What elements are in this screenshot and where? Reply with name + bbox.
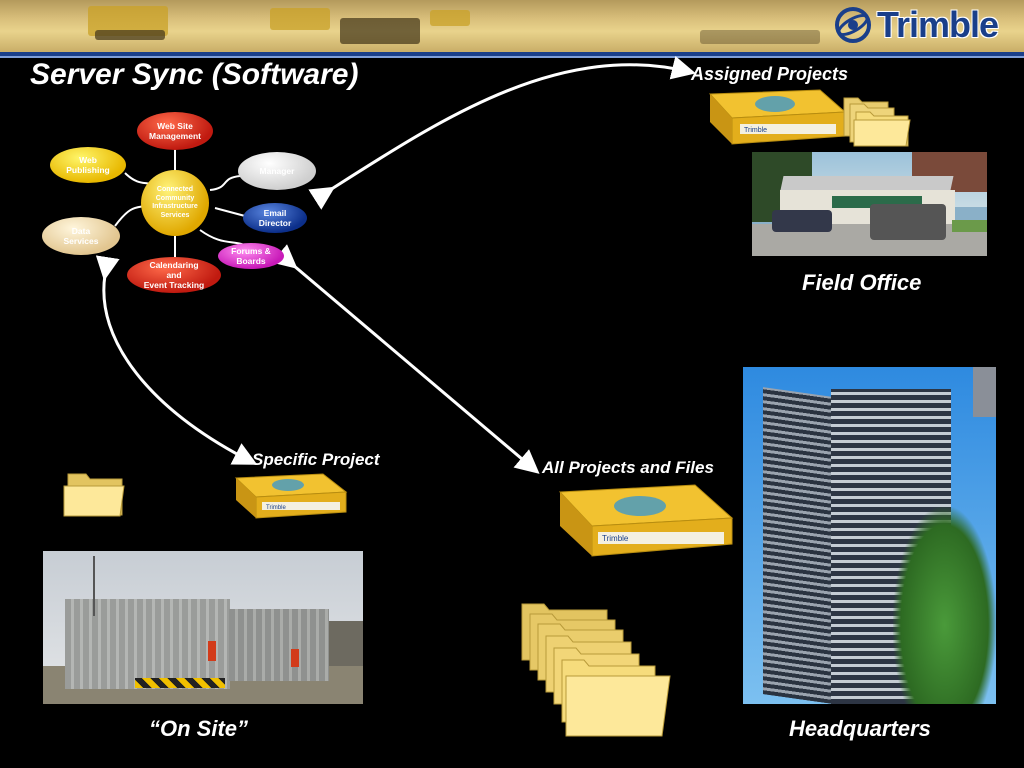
arrow-hub-assigned xyxy=(308,56,696,210)
arrow-hub-all xyxy=(271,244,540,474)
arrow-hub-specific xyxy=(95,255,258,465)
folder-stack-all-projects xyxy=(521,603,671,737)
node-manager: Manager xyxy=(238,152,316,190)
field-office-photo xyxy=(752,152,987,256)
label-on-site: “On Site” xyxy=(149,716,249,741)
node-web-site-management: Web Site Management xyxy=(137,112,213,150)
label-headquarters: Headquarters xyxy=(789,716,931,741)
label-field-office: Field Office xyxy=(802,270,922,295)
server-specific-project: Trimble xyxy=(234,473,348,519)
svg-text:Trimble: Trimble xyxy=(744,127,767,134)
folder-stack-assigned xyxy=(843,97,911,147)
svg-text:Trimble: Trimble xyxy=(266,505,286,511)
node-hub-center: Connected Community Infrastructure Servi… xyxy=(141,170,209,236)
trimble-logo: Trimble xyxy=(833,4,999,46)
headquarters-photo xyxy=(743,367,996,704)
banner-divider xyxy=(0,52,1024,56)
node-forums-boards: Forums & Boards xyxy=(218,243,284,269)
label-specific-project: Specific Project xyxy=(252,450,380,469)
page-title: Server Sync (Software) xyxy=(30,58,359,91)
server-all-projects: Trimble xyxy=(558,484,734,557)
node-data-services: Data Services xyxy=(42,217,120,255)
trimble-globe-icon xyxy=(834,7,871,43)
node-calendaring: Calendaring and Event Tracking xyxy=(127,257,221,293)
on-site-photo xyxy=(43,551,363,704)
label-assigned-projects: Assigned Projects xyxy=(691,64,849,84)
folder-icon-specific xyxy=(63,473,125,517)
server-assigned-projects: Trimble xyxy=(708,89,847,145)
node-email-director: Email Director xyxy=(243,203,307,233)
node-web-publishing: Web Publishing xyxy=(50,147,126,183)
logo-wordmark: Trimble xyxy=(876,4,999,45)
label-all-projects: All Projects and Files xyxy=(542,458,714,477)
svg-text:Trimble: Trimble xyxy=(602,534,629,543)
